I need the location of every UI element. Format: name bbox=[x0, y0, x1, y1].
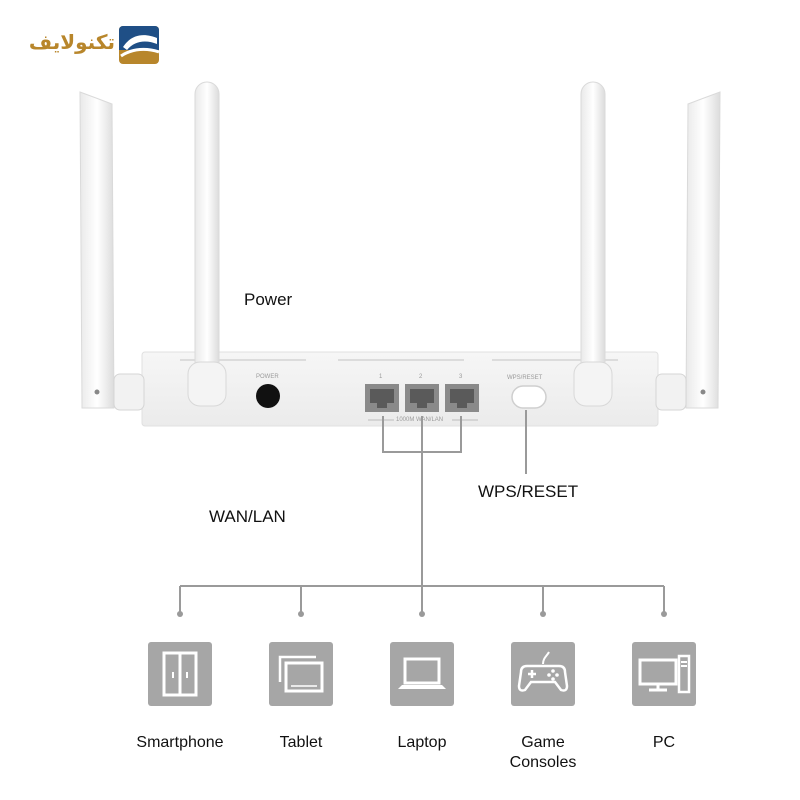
antenna-left-inner bbox=[187, 81, 227, 407]
wps-reset-button bbox=[511, 385, 547, 409]
wps-button-label: WPS/RESET bbox=[507, 375, 543, 381]
lan-group-label: 1000M WAN/LAN bbox=[396, 417, 444, 423]
brand-name: تکنولایف bbox=[28, 30, 115, 54]
lan-port-3 bbox=[445, 384, 479, 412]
device-label-smartphone: Smartphone bbox=[136, 734, 224, 751]
pc-icon bbox=[632, 642, 696, 706]
brand-logo: تکنولایف bbox=[28, 26, 162, 66]
antenna-right-outer bbox=[655, 91, 721, 411]
device-label-game-consoles: Game Consoles bbox=[509, 734, 577, 771]
brand-mark-icon bbox=[119, 26, 159, 64]
power-port-label: POWER bbox=[256, 374, 279, 380]
lan-port-3-label: 3 bbox=[459, 374, 463, 380]
antenna-left-outer bbox=[79, 91, 145, 411]
lan-port-1-label: 1 bbox=[379, 374, 383, 380]
device-label-laptop: Laptop bbox=[397, 734, 447, 751]
laptop-icon bbox=[390, 642, 454, 706]
tablet-icon bbox=[269, 642, 333, 706]
wps-reset-callout: WPS/RESET bbox=[478, 482, 579, 501]
device-label-tablet: Tablet bbox=[279, 734, 323, 751]
antenna-right-inner bbox=[573, 81, 613, 407]
smartphone-icon bbox=[148, 642, 212, 706]
lan-port-1 bbox=[365, 384, 399, 412]
lan-port-2-label: 2 bbox=[419, 374, 423, 380]
lan-ports bbox=[365, 384, 479, 421]
lan-port-2 bbox=[405, 384, 439, 412]
gamepad-icon bbox=[511, 642, 575, 706]
device-label-pc: PC bbox=[652, 734, 676, 751]
connector-dots bbox=[177, 611, 667, 617]
connector-lines bbox=[179, 410, 665, 614]
power-port bbox=[256, 384, 280, 408]
wan-lan-callout: WAN/LAN bbox=[209, 507, 286, 526]
power-callout: Power bbox=[244, 290, 293, 309]
